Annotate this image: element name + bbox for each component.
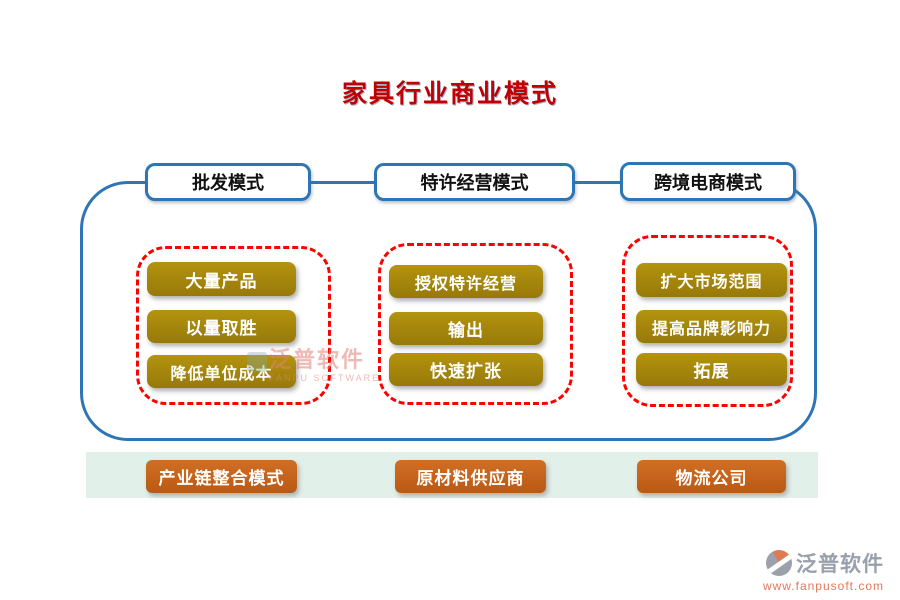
footer-watermark: 泛普软件 www.fanpusoft.com bbox=[694, 548, 884, 593]
bottom-item-logistics: 物流公司 bbox=[637, 460, 786, 493]
feature-item: 提高品牌影响力 bbox=[636, 310, 787, 343]
header-box-wholesale: 批发模式 bbox=[145, 163, 311, 201]
feature-item: 大量产品 bbox=[147, 262, 296, 296]
feature-item: 以量取胜 bbox=[147, 310, 296, 343]
feature-item: 输出 bbox=[389, 312, 543, 345]
footer-url: www.fanpusoft.com bbox=[762, 579, 884, 593]
header-label: 特许经营模式 bbox=[420, 173, 529, 193]
header-label: 批发模式 bbox=[192, 173, 264, 193]
dashed-group-franchise bbox=[378, 243, 573, 405]
feature-item: 降低单位成本 bbox=[147, 355, 296, 388]
feature-item: 授权特许经营 bbox=[389, 265, 543, 298]
dashed-group-wholesale bbox=[136, 246, 331, 405]
footer-brand-name: 泛普软件 bbox=[796, 553, 884, 576]
feature-item: 快速扩张 bbox=[389, 353, 543, 386]
bottom-item-integration: 产业链整合模式 bbox=[146, 460, 297, 493]
fanpu-logo-icon bbox=[766, 550, 792, 576]
feature-item: 扩大市场范围 bbox=[636, 263, 787, 297]
bottom-item-supplier: 原材料供应商 bbox=[395, 460, 546, 493]
diagram-title: 家具行业商业模式 bbox=[341, 81, 558, 108]
header-box-crossborder: 跨境电商模式 bbox=[620, 162, 796, 201]
dashed-group-crossborder bbox=[622, 235, 793, 407]
header-label: 跨境电商模式 bbox=[654, 172, 762, 193]
header-box-franchise: 特许经营模式 bbox=[374, 163, 575, 201]
feature-item: 拓展 bbox=[636, 353, 787, 386]
